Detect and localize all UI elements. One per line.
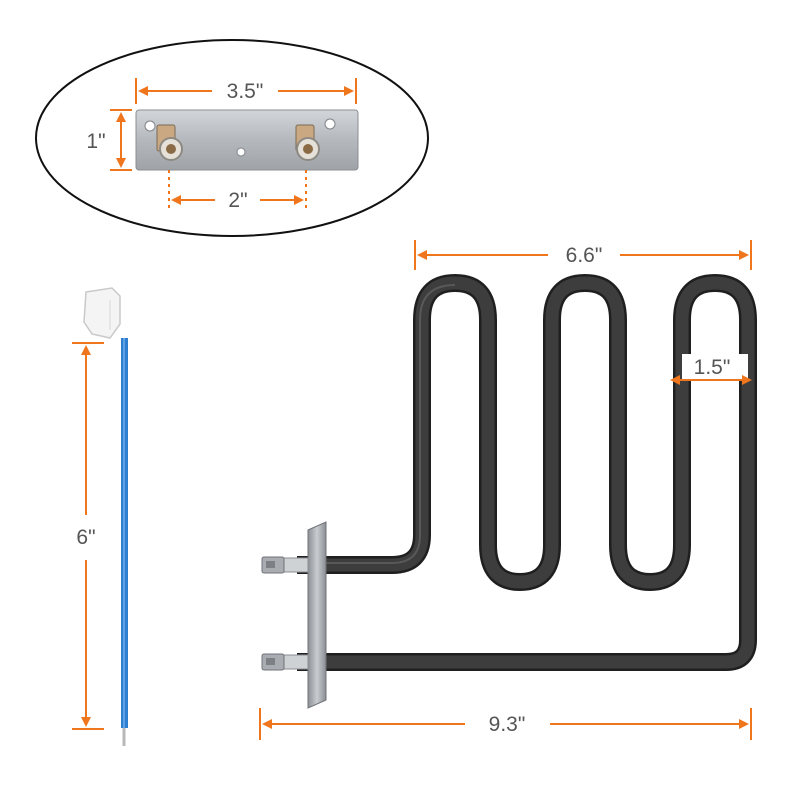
element-terminal-top bbox=[261, 556, 309, 574]
label-bracket-height: 1" bbox=[86, 130, 105, 153]
heating-element: 6.6" 1.5" 9.3" bbox=[259, 240, 757, 740]
dim-coil-width: 6.6" bbox=[414, 240, 752, 270]
label-terminal-spacing: 2" bbox=[228, 189, 247, 212]
dim-loop-width: 1.5" bbox=[670, 354, 752, 385]
bracket-detail-inset: 3.5" 1" 2" bbox=[35, 39, 429, 237]
label-loop-width: 1.5" bbox=[694, 356, 731, 379]
element-terminal-bottom bbox=[261, 653, 309, 671]
dim-bracket-height: 1" bbox=[86, 109, 132, 171]
label-coil-width: 6.6" bbox=[566, 244, 603, 267]
terminal-right bbox=[295, 124, 320, 161]
wire-connector bbox=[83, 287, 121, 339]
label-wire-length: 6" bbox=[76, 526, 95, 549]
dim-terminal-spacing: 2" bbox=[168, 170, 307, 212]
label-overall-length: 9.3" bbox=[489, 713, 526, 736]
dim-bracket-width: 3.5" bbox=[135, 78, 357, 104]
plate-hole-right bbox=[324, 118, 336, 130]
element-flange bbox=[307, 521, 327, 709]
plate-hole-left bbox=[144, 120, 156, 132]
dim-wire-length: 6" bbox=[72, 342, 104, 730]
terminal-left bbox=[156, 124, 183, 161]
sensor-wire: 6" bbox=[72, 287, 128, 746]
plate-hole-center bbox=[236, 147, 246, 157]
label-bracket-width: 3.5" bbox=[227, 80, 264, 103]
element-coil bbox=[297, 276, 755, 669]
dim-overall-length: 9.3" bbox=[259, 708, 752, 740]
